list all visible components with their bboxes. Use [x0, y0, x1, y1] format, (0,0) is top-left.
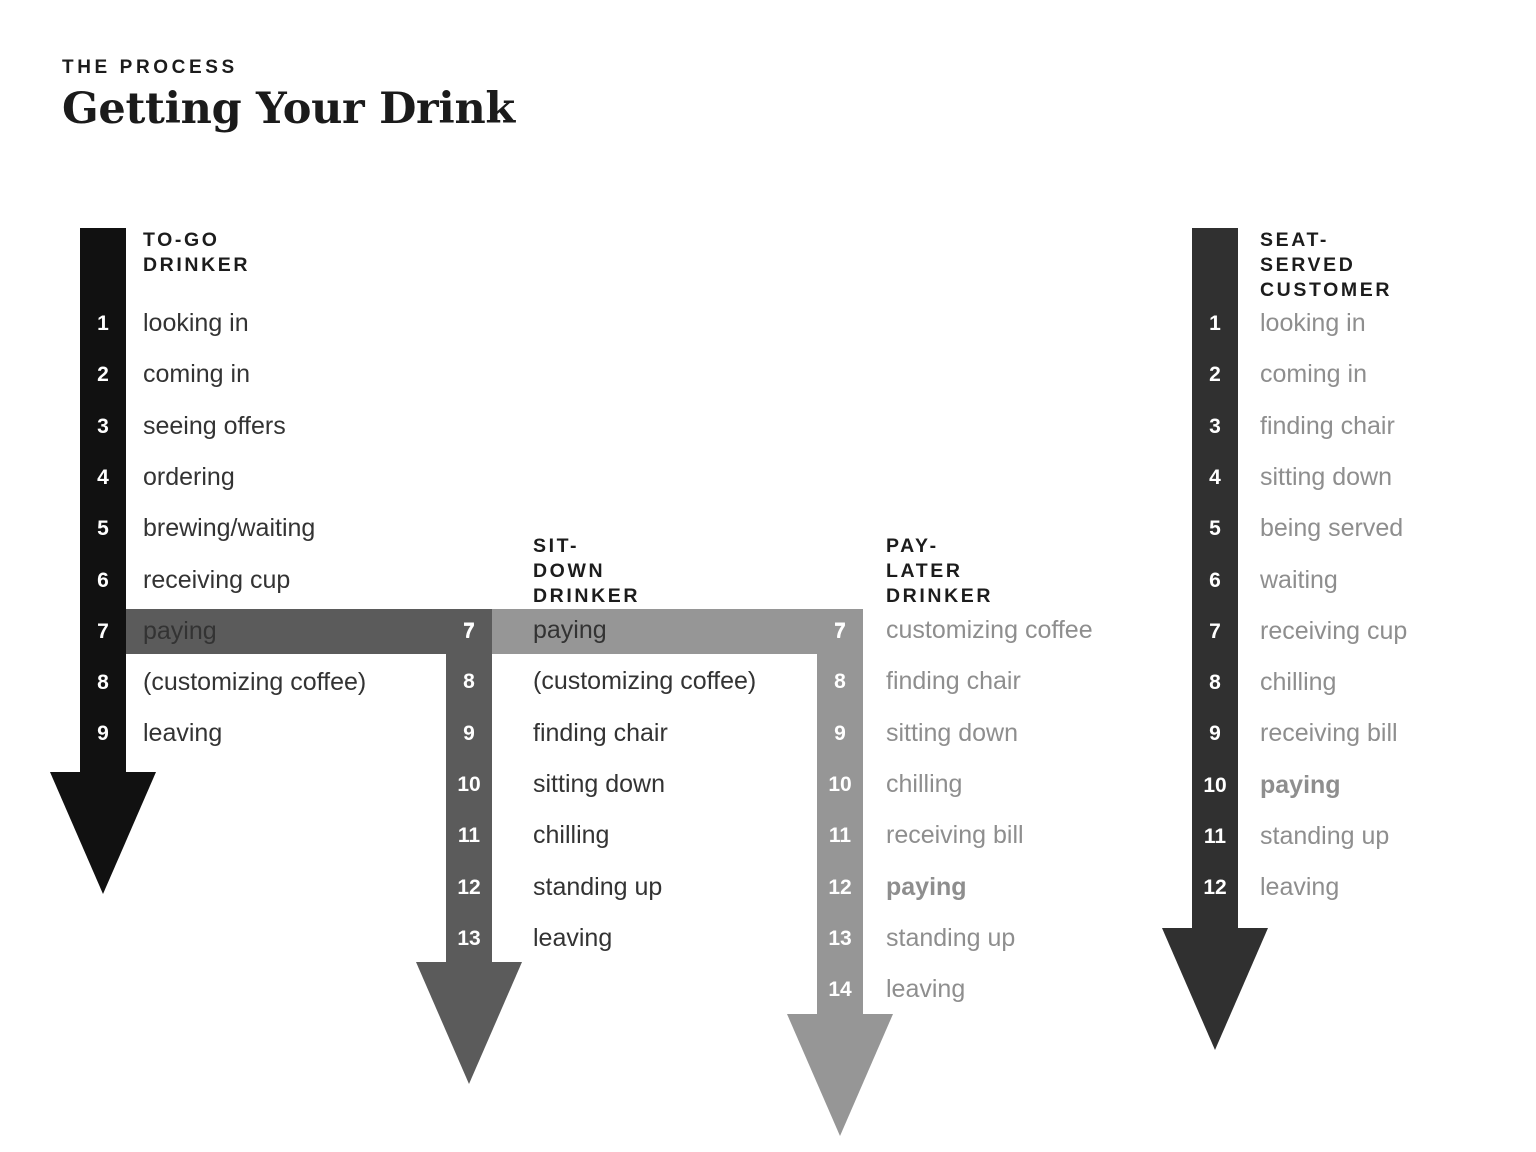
step-number: 9	[97, 722, 109, 746]
column-header-pay-later-drinker: PAY-LATER DRINKER	[886, 535, 994, 607]
step-label: being served	[1260, 514, 1404, 543]
step-label: leaving	[143, 719, 223, 748]
step-label: finding chair	[1260, 411, 1395, 440]
step-number: 9	[1209, 722, 1221, 746]
step-label: paying	[143, 616, 217, 645]
step-number: 3	[1209, 414, 1221, 438]
step-label: leaving	[533, 923, 613, 952]
step-label: chilling	[886, 769, 963, 798]
step-number: 10	[828, 772, 852, 796]
step-label: chilling	[533, 821, 610, 850]
step-label: (customizing coffee)	[143, 668, 367, 697]
column-header-to-go-drinker: TO-GO DRINKER	[143, 229, 251, 276]
step-label: sitting down	[1260, 462, 1393, 491]
step-number: 10	[457, 772, 481, 796]
step-number: 7	[463, 619, 475, 642]
step-label: seeing offers	[143, 411, 286, 440]
step-label: sitting down	[886, 718, 1019, 747]
step-number: 8	[1209, 671, 1221, 695]
step-label: chilling	[1260, 668, 1337, 697]
step-label: coming in	[143, 360, 250, 389]
step-number: 9	[834, 721, 846, 745]
step-number: 11	[1203, 825, 1227, 848]
step-number: 7	[1209, 619, 1221, 643]
step-label: standing up	[886, 923, 1016, 952]
step-label: (customizing coffee)	[533, 667, 757, 696]
connector-echo-number: 7	[834, 619, 846, 643]
step-label: paying	[533, 616, 607, 644]
column-header-seat-served-customer: SEAT-SERVED CUSTOMER	[1260, 229, 1393, 301]
step-label: standing up	[1260, 822, 1390, 850]
step-number: 8	[834, 670, 846, 694]
step-label: customizing coffee	[886, 616, 1093, 644]
step-label: standing up	[533, 872, 663, 901]
step-label: receiving bill	[1260, 719, 1398, 748]
step-number: 1	[97, 312, 109, 335]
step-number: 9	[463, 721, 475, 745]
column-header-sit-down-drinker: SIT-DOWN DRINKER	[533, 535, 641, 607]
step-number: 2	[97, 363, 109, 387]
step-label: receiving bill	[886, 821, 1024, 850]
step-label: finding chair	[533, 718, 668, 747]
step-label: paying	[1260, 770, 1341, 799]
step-label: leaving	[1260, 873, 1340, 902]
step-number: 7	[834, 619, 846, 642]
step-number: 2	[1209, 363, 1221, 387]
connector-togo-to-sitdown	[126, 608, 492, 654]
step-number: 4	[97, 465, 109, 489]
step-number: 10	[1203, 773, 1227, 797]
step-number: 7	[97, 619, 109, 643]
step-label: ordering	[143, 462, 235, 491]
step-number: 5	[1209, 517, 1221, 541]
step-number: 6	[1209, 568, 1221, 592]
step-number: 11	[828, 824, 852, 848]
step-label: looking in	[143, 309, 249, 337]
eyebrow-label: THE PROCESS	[62, 57, 238, 78]
step-number: 13	[457, 926, 481, 950]
step-label: finding chair	[886, 667, 1021, 696]
step-number: 12	[457, 875, 481, 899]
step-number: 1	[1209, 312, 1221, 335]
step-label: coming in	[1260, 360, 1367, 389]
step-number: 12	[828, 875, 852, 899]
page-title: Getting Your Drink	[62, 84, 515, 134]
step-label: paying	[886, 872, 967, 901]
step-number: 5	[97, 517, 109, 541]
step-label: waiting	[1260, 565, 1338, 594]
connector-sitdown-to-paylater	[492, 608, 863, 654]
step-number: 11	[457, 824, 481, 848]
step-number: 3	[97, 414, 109, 438]
connector-echo-number: 7	[463, 619, 475, 643]
step-number: 8	[463, 670, 475, 694]
step-label: looking in	[1260, 309, 1366, 337]
step-number: 13	[828, 926, 852, 950]
step-label: brewing/waiting	[143, 514, 316, 543]
step-number: 4	[1209, 465, 1221, 489]
title-block: THE PROCESS Getting Your Drink	[62, 58, 515, 132]
step-label: leaving	[886, 975, 966, 1004]
step-number: 8	[97, 671, 109, 695]
step-label: receiving cup	[1260, 616, 1408, 645]
step-label: sitting down	[533, 769, 666, 798]
step-label: receiving cup	[143, 565, 291, 594]
step-number: 6	[97, 568, 109, 592]
step-number: 14	[828, 978, 852, 1002]
step-number: 12	[1203, 876, 1227, 900]
